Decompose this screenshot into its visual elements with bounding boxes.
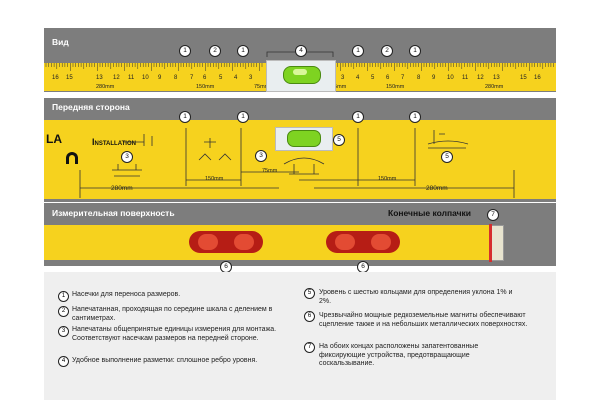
front-markings (79, 128, 515, 198)
measure-bar (44, 225, 490, 260)
ruler-number: 9 (158, 75, 162, 81)
ruler-ticks (45, 63, 554, 71)
callout-1: 1 (409, 45, 421, 57)
ruler-number: 12 (113, 75, 120, 81)
legend-text-5: Уровень с шестью кольцами для определени… (319, 289, 513, 305)
ruler-number: 16 (52, 75, 59, 81)
ruler-number: 15 (66, 75, 73, 81)
legend-text-7: На обоих концах расположены запатентован… (319, 343, 479, 367)
ruler-number: 10 (447, 75, 454, 81)
ruler-number: 12 (477, 75, 484, 81)
top-view-title: Вид (52, 37, 69, 47)
callout-1: 1 (179, 111, 191, 123)
end-cap-stripe (489, 224, 492, 262)
ruler-number: 7 (401, 75, 405, 81)
ruler-number: 8 (174, 75, 178, 81)
ruler-dim-75-right: 75mm (331, 84, 347, 90)
top-vial-bubble (293, 69, 307, 75)
callout-2: 2 (209, 45, 221, 57)
ruler-dim-280-left: 280mm (96, 84, 115, 90)
ruler-number: 15 (520, 75, 527, 81)
ruler-dim-150-right: 150mm (386, 84, 405, 90)
callout-1: 1 (409, 111, 421, 123)
front-dim-150-left: 150mm (205, 176, 224, 182)
ruler-number: 5 (371, 75, 375, 81)
measure-title: Измерительная поверхность (52, 208, 175, 218)
ruler-number: 6 (386, 75, 390, 81)
callout-4: 4 (295, 45, 307, 57)
callout-2: 2 (381, 45, 393, 57)
legend-text-2: Напечатанная, проходящая по середине шка… (72, 306, 273, 322)
magnet-icon (66, 152, 78, 164)
ruler-number: 4 (234, 75, 238, 81)
ruler-number: 7 (190, 75, 194, 81)
ruler-number: 11 (128, 75, 135, 81)
callout-3: 3 (255, 150, 267, 162)
callout-1: 1 (352, 111, 364, 123)
legend-num-1: 1 (58, 291, 69, 302)
magnet-left (189, 231, 263, 253)
ruler-dim-280-right: 280mm (485, 84, 504, 90)
legend-panel (44, 272, 556, 400)
ruler-number: 3 (249, 75, 253, 81)
callout-5: 5 (441, 151, 453, 163)
end-cap (490, 225, 504, 261)
ruler-number: 5 (219, 75, 223, 81)
ruler-number: 3 (341, 75, 345, 81)
callout-1: 1 (237, 111, 249, 123)
ruler-number: 10 (142, 75, 149, 81)
front-title: Передняя сторона (52, 102, 130, 112)
ruler-dim-75-left: 75mm (254, 84, 270, 90)
callout-7: 7 (487, 209, 499, 221)
callout-5: 5 (333, 134, 345, 146)
caps-title: Конечные колпачки (388, 208, 472, 218)
legend-text-4: Удобное выполнение разметки: сплошное ре… (72, 357, 258, 364)
magnet-right (326, 231, 400, 253)
ruler-number: 11 (462, 75, 469, 81)
legend-text-6: Чрезвычайно мощные редкоземельные магнит… (319, 312, 528, 328)
front-dim-150-right: 150mm (378, 176, 397, 182)
legend-text-3: Напечатаны общепринятые единицы измерени… (72, 326, 277, 342)
ruler-dim-150-left: 150mm (196, 84, 215, 90)
front-dim-75: 75mm (262, 168, 278, 174)
ruler-number: 16 (534, 75, 541, 81)
ruler-number: 4 (356, 75, 360, 81)
callout-1: 1 (237, 45, 249, 57)
front-dim-280-right: 280mm (426, 185, 448, 192)
legend-num-5: 5 (304, 288, 315, 299)
callout-6: 6 (357, 261, 369, 273)
ruler-number: 13 (493, 75, 500, 81)
legend-num-4: 4 (58, 356, 69, 367)
ruler-number: 8 (417, 75, 421, 81)
front-vial (287, 130, 321, 147)
legend-num-7: 7 (304, 342, 315, 353)
ruler-number: 9 (432, 75, 436, 81)
legend-num-6: 6 (304, 311, 315, 322)
installation-label: Installation (92, 137, 136, 147)
callout-1: 1 (179, 45, 191, 57)
ruler-number: 6 (203, 75, 207, 81)
front-dim-280-left: 280mm (111, 185, 133, 192)
brand-fragment: LA (46, 132, 62, 146)
legend-num-3: 3 (58, 326, 69, 337)
top-vial (283, 66, 321, 84)
callout-1: 1 (352, 45, 364, 57)
ruler-number: 13 (96, 75, 103, 81)
callout-3: 3 (121, 151, 133, 163)
legend-text-1: Насечки для переноса размеров. (72, 291, 181, 298)
legend-num-2: 2 (58, 306, 69, 317)
